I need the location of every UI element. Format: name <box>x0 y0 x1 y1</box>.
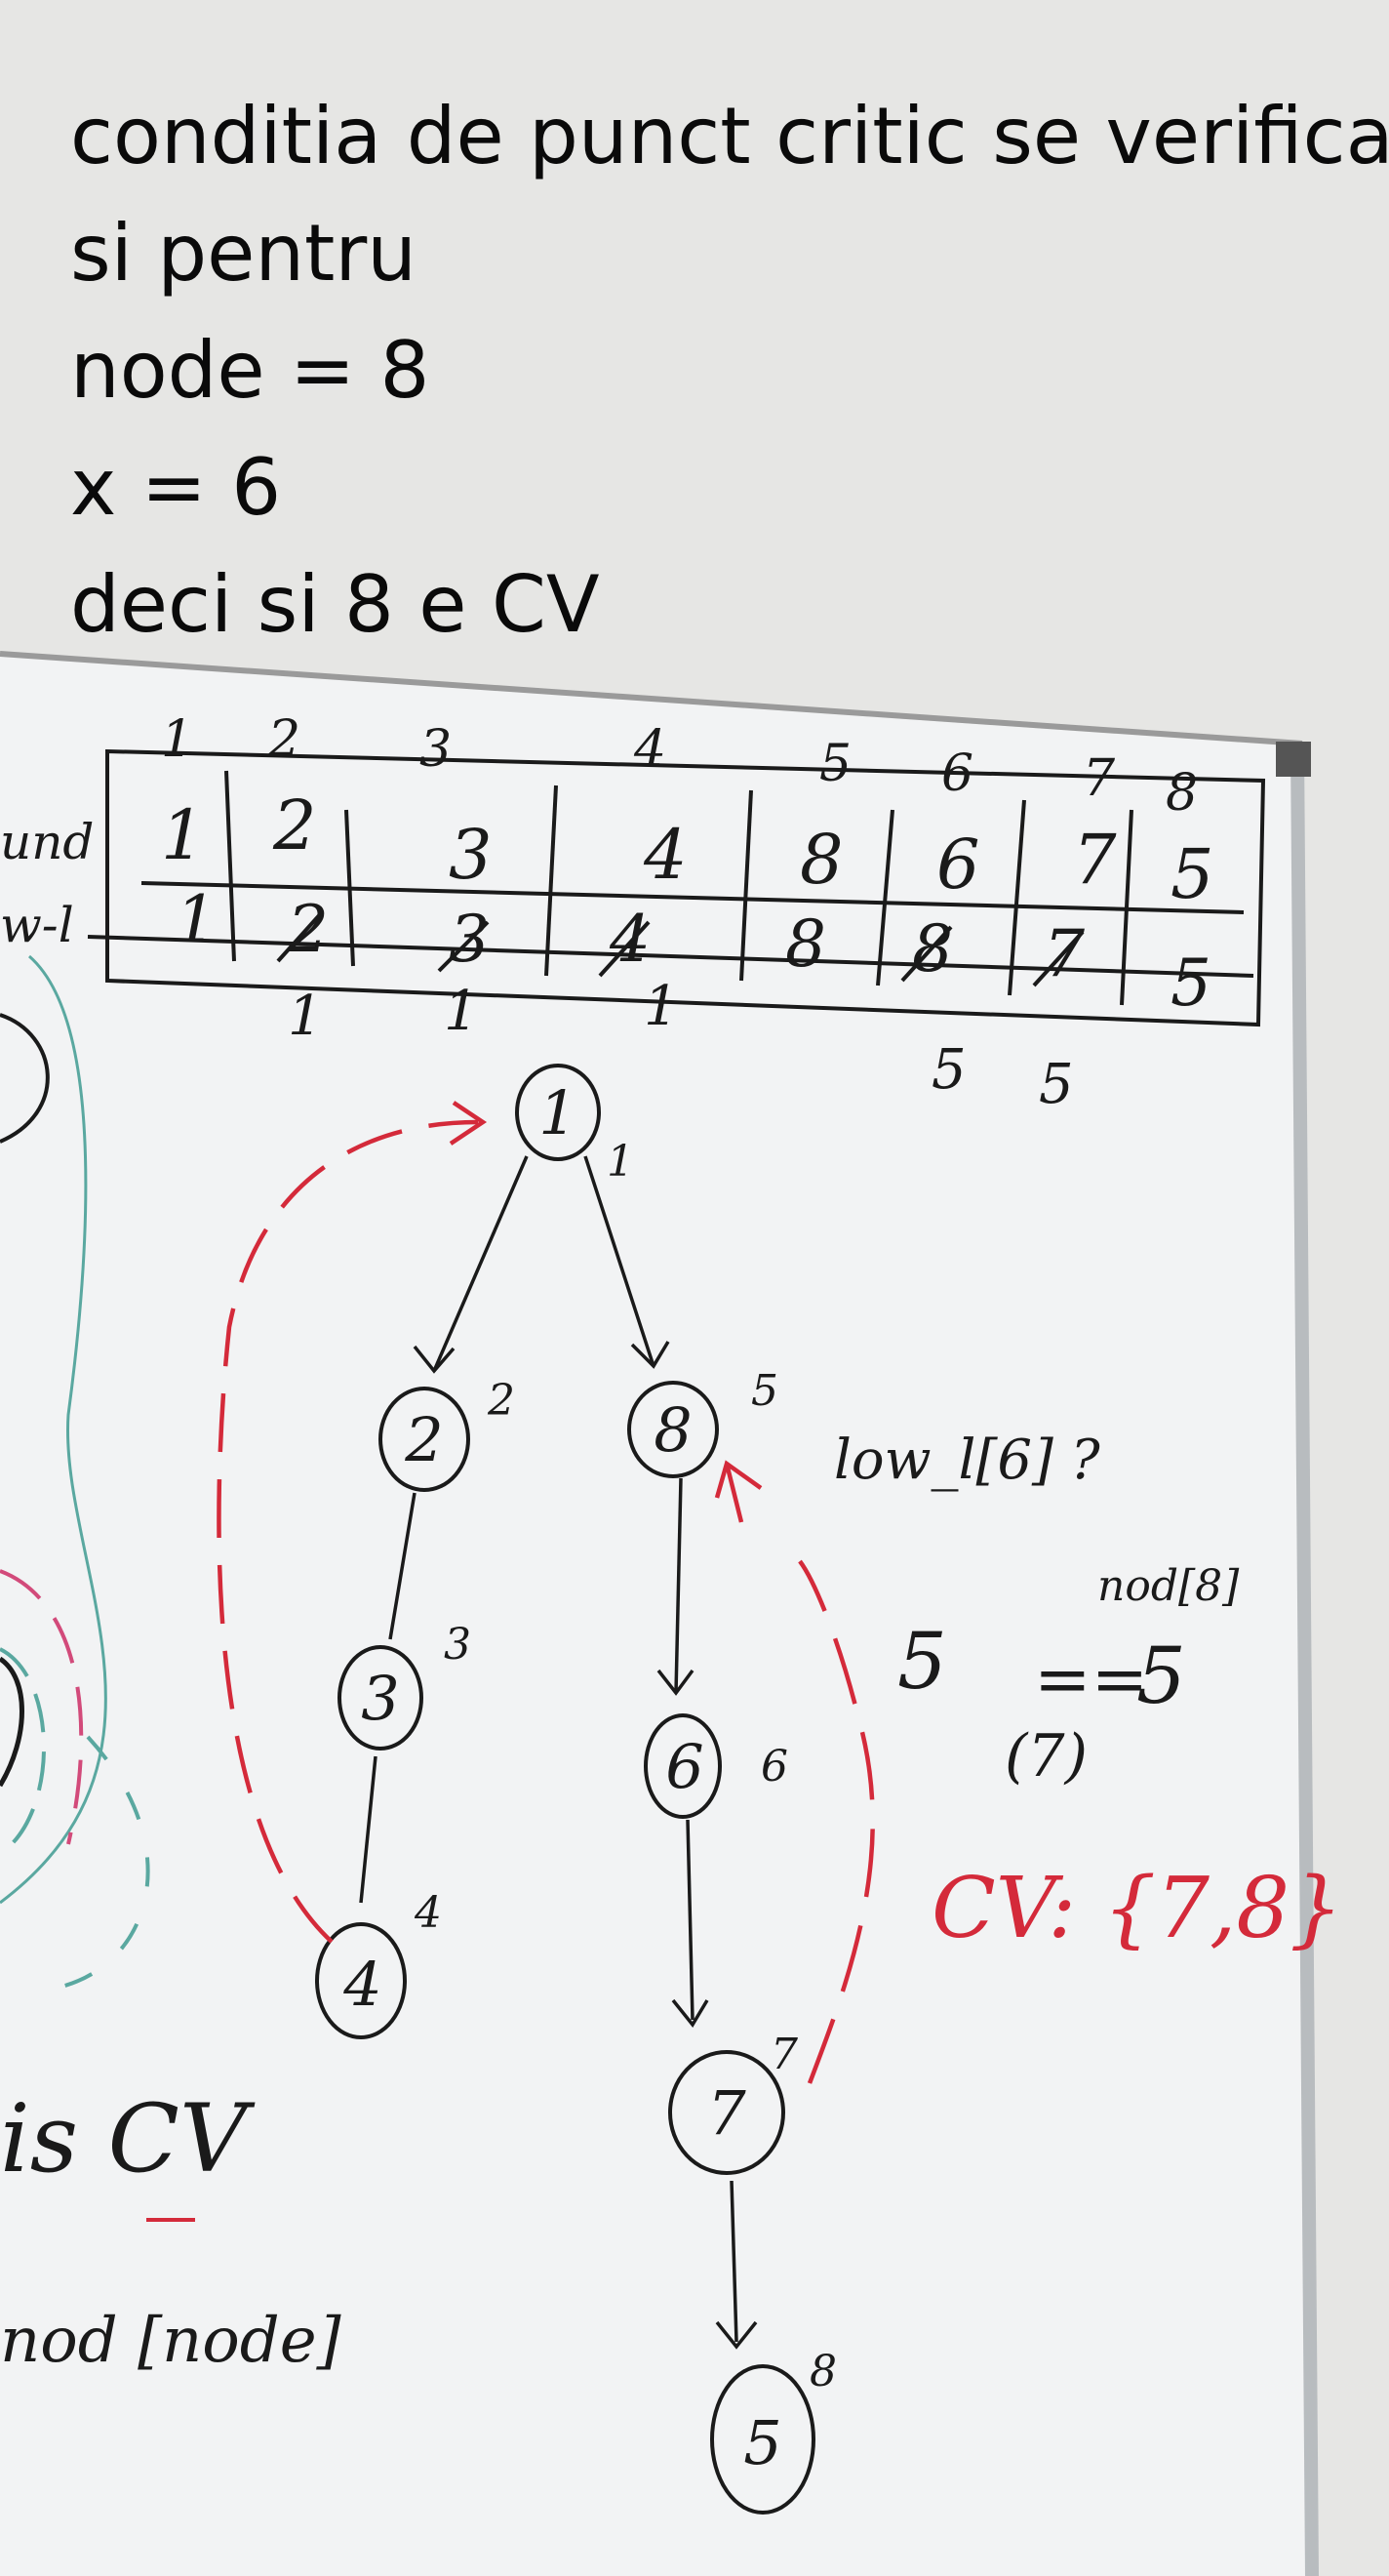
node-annotations: 1 2 3 4 5 6 7 8 <box>414 1137 837 2396</box>
nod-cell: 3 <box>449 815 493 895</box>
node-annotation: 6 <box>761 1742 788 1791</box>
index-label: 4 <box>633 720 666 779</box>
low-cell: 1 <box>176 882 217 957</box>
caption-line: x = 6 <box>70 442 282 533</box>
row-label-low: w-l <box>0 897 74 953</box>
tree-node-label: 6 <box>665 1731 703 1802</box>
index-label: 2 <box>267 710 300 769</box>
note-comparison-left: 5 <box>897 1616 947 1707</box>
overlay-caption: conditia de punct critic se verifica si … <box>70 78 1389 664</box>
node-annotation: 5 <box>751 1366 778 1416</box>
note-cv-result: CV: {7,8} <box>932 1860 1343 1957</box>
tree-node-label: 2 <box>404 1404 443 1475</box>
array-table <box>87 748 1266 1027</box>
tree-node-labels: 1 2 3 4 8 6 7 5 <box>342 1077 781 2478</box>
index-label: 6 <box>941 745 973 803</box>
whiteboard-top-edge <box>0 651 1303 746</box>
tree-edges <box>359 1155 758 2350</box>
whiteboard-frame-right <box>1290 745 1319 2576</box>
note-left-cv: is CV <box>0 2084 256 2194</box>
caption-line: node = 8 <box>70 325 430 416</box>
node-annotation: 7 <box>771 2030 798 2079</box>
nod-cell: 4 <box>643 815 688 895</box>
index-label: 5 <box>819 735 852 793</box>
frame-corner <box>1276 742 1311 777</box>
tree-node-label: 5 <box>743 2407 781 2478</box>
low-row: 1 2 3 4 8 8 7 5 <box>176 882 1211 1021</box>
below-value: 5 <box>1039 1053 1074 1116</box>
tree-node-label: 4 <box>342 1949 381 2020</box>
index-label: 8 <box>1166 764 1198 823</box>
nod-cell: 6 <box>936 825 980 905</box>
row-label-nod: und <box>0 814 94 870</box>
nod-row: 1 2 3 4 8 6 7 5 <box>161 785 1214 914</box>
note-nod-query: nod[8] <box>1097 1561 1240 1611</box>
node-annotation: 8 <box>810 2347 837 2396</box>
tree-node-label: 3 <box>361 1663 399 1734</box>
index-row: 1 2 3 4 5 6 7 8 <box>161 710 1198 823</box>
index-label: 1 <box>161 710 193 769</box>
note-low-query: low_l[6] ? <box>834 1429 1101 1492</box>
below-table-values: 1 1 1 5 5 <box>288 975 1074 1116</box>
index-label: 7 <box>1083 749 1116 808</box>
left-edge-scribbles <box>0 954 195 2222</box>
nod-cell: 8 <box>800 820 844 900</box>
low-cell: 8 <box>785 906 826 982</box>
node-annotation: 3 <box>444 1620 471 1670</box>
low-cell: 4 <box>609 902 651 977</box>
nod-cell: 5 <box>1171 834 1214 914</box>
note-left-bottom: nod [node] <box>0 2305 342 2377</box>
whiteboard-surface <box>0 656 1312 2576</box>
below-value: 1 <box>644 975 679 1038</box>
nod-cell: 2 <box>272 785 317 865</box>
tree-node-label: 7 <box>707 2077 746 2149</box>
back-edges <box>217 1101 875 2084</box>
low-cell: 5 <box>1171 946 1211 1021</box>
below-value: 1 <box>288 985 323 1048</box>
index-label: 3 <box>419 720 452 779</box>
caption-line: conditia de punct critic se verifica <box>70 91 1389 181</box>
board-notes: low_l[6] ? nod[8] 5 == 5 (7) CV: {7,8} i… <box>0 1429 1343 2377</box>
node-annotation: 2 <box>487 1376 515 1426</box>
strike-marks <box>276 910 1085 987</box>
tree-node-label: 1 <box>538 1077 576 1148</box>
row-labels: und w-l <box>0 814 94 953</box>
node-annotation: 1 <box>607 1137 634 1187</box>
nod-cell: 7 <box>1073 820 1117 900</box>
node-annotation: 4 <box>414 1888 442 1938</box>
caption-line: deci si 8 e CV <box>70 559 600 650</box>
note-comparison-op: == <box>1034 1639 1148 1719</box>
caption-line: si pentru <box>70 208 417 299</box>
below-value: 1 <box>444 980 479 1043</box>
note-comparison-right: 5 <box>1136 1630 1186 1721</box>
below-value: 5 <box>932 1038 967 1102</box>
note-paren: (7) <box>1005 1722 1088 1791</box>
nod-cell: 1 <box>161 795 205 875</box>
tree-node-circles <box>315 1064 815 2515</box>
tree-node-label: 8 <box>654 1394 692 1466</box>
